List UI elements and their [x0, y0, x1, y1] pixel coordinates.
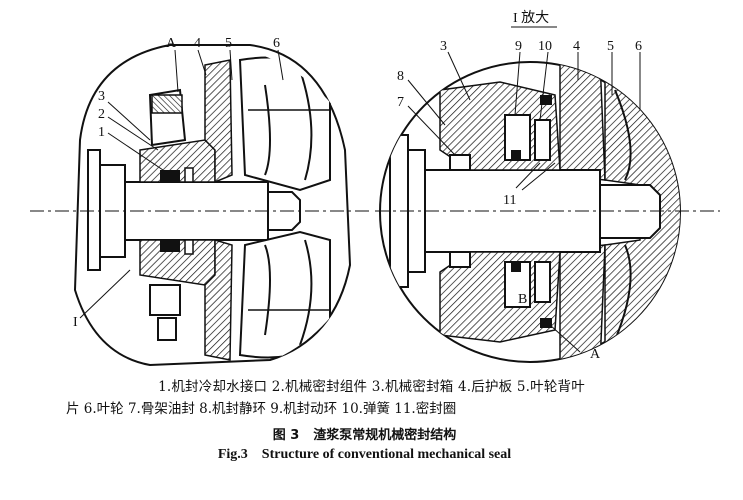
right-label-7: 7	[397, 95, 404, 110]
figure-label-cn: 图 3	[272, 428, 300, 443]
left-back-plate	[204, 59, 233, 184]
left-label-5: 5	[225, 36, 232, 51]
right-label-11: 11	[503, 193, 516, 208]
left-label-6: 6	[273, 36, 280, 51]
left-label-1: 1	[98, 125, 105, 140]
figure-caption-cn: 图 3 渣浆泵常规机械密封结构	[0, 424, 743, 443]
left-label-2: 2	[98, 107, 105, 122]
figure-label-en: Fig.3	[217, 447, 248, 462]
right-label-9: 9	[515, 39, 522, 54]
left-view-boundary	[73, 44, 352, 367]
legend-line-1: 1.机封冷却水接口 2.机械密封组件 3.机械密封箱 4.后护板 5.叶轮背叶	[158, 379, 585, 395]
right-label-3: 3	[440, 39, 447, 54]
legend-line-2: 片 6.叶轮 7.骨架油封 8.机封静环 9.机封动环 10.弹簧 11.密封圈	[66, 401, 457, 417]
left-label-4: 4	[194, 36, 201, 51]
right-label-6: 6	[635, 39, 642, 54]
right-label-10: 10	[538, 39, 552, 54]
right-label-b: B	[518, 292, 527, 307]
left-impeller-lower	[238, 230, 331, 359]
right-label-a: A	[590, 347, 601, 362]
figure-caption-en: Fig.3 Structure of conventional mechanica…	[0, 447, 743, 463]
right-back-plate	[559, 62, 606, 181]
legend: 1.机封冷却水接口 2.机械密封组件 3.机械密封箱 4.后护板 5.叶轮背叶 …	[0, 376, 743, 420]
figure-title-en: Structure of conventional mechanical sea…	[261, 447, 512, 462]
right-label-8: 8	[397, 69, 404, 84]
right-view: I 放大	[375, 10, 720, 363]
caption-block: 1.机封冷却水接口 2.机械密封组件 3.机械密封箱 4.后护板 5.叶轮背叶 …	[0, 376, 743, 463]
left-label-i: I	[73, 315, 78, 330]
right-label-4: 4	[573, 39, 580, 54]
left-view: A 4 5 6 3 2 1 I	[30, 36, 370, 367]
left-label-a: A	[166, 36, 177, 51]
right-label-5: 5	[607, 39, 614, 54]
left-impeller-upper	[238, 56, 331, 192]
figure-title-cn: 渣浆泵常规机械密封结构	[313, 428, 457, 443]
left-label-3: 3	[98, 89, 105, 104]
right-view-title: I 放大	[513, 10, 549, 26]
